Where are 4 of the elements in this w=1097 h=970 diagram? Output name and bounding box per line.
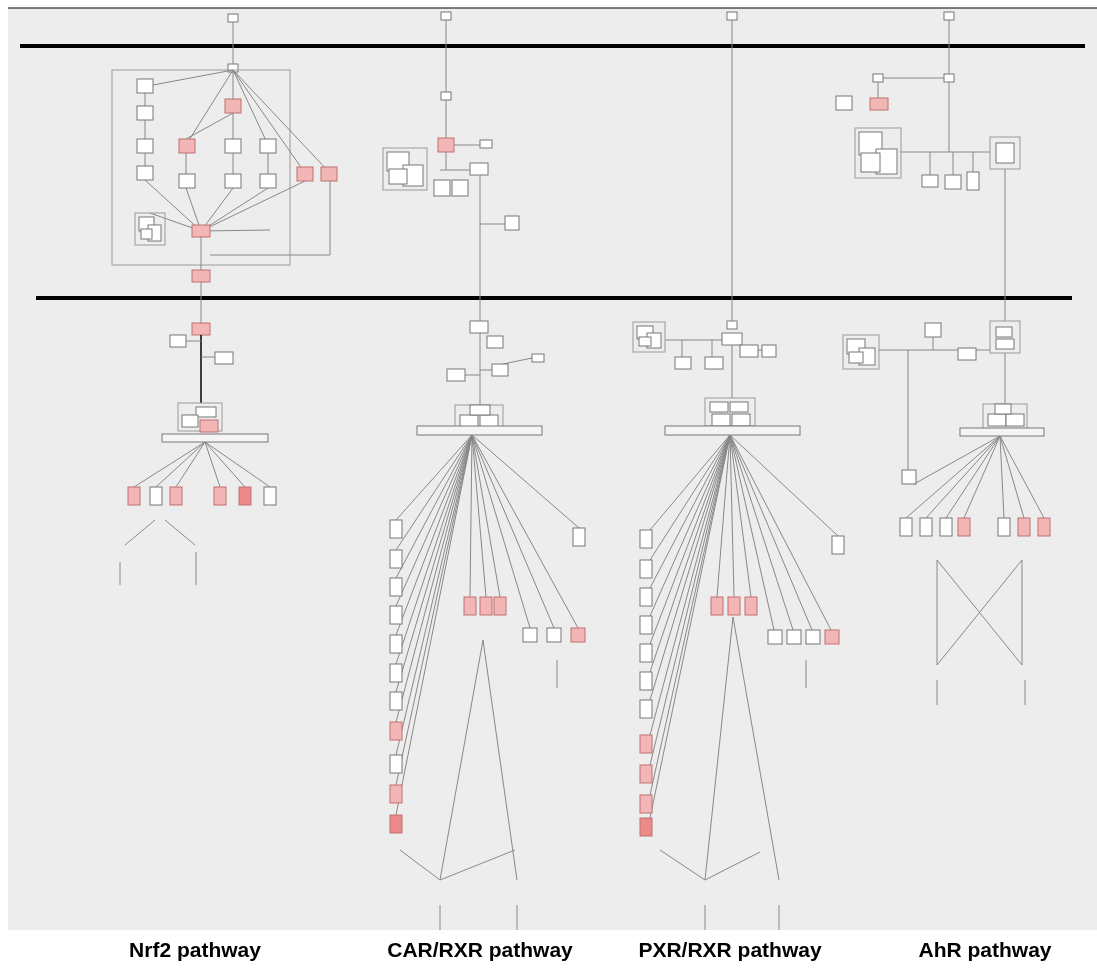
pathway-label: PXR/RXR pathway — [638, 938, 822, 962]
pathway-label: Nrf2 pathway — [129, 938, 261, 962]
pathway-label: AhR pathway — [918, 938, 1052, 962]
pathway-label: CAR/RXR pathway — [387, 938, 573, 962]
